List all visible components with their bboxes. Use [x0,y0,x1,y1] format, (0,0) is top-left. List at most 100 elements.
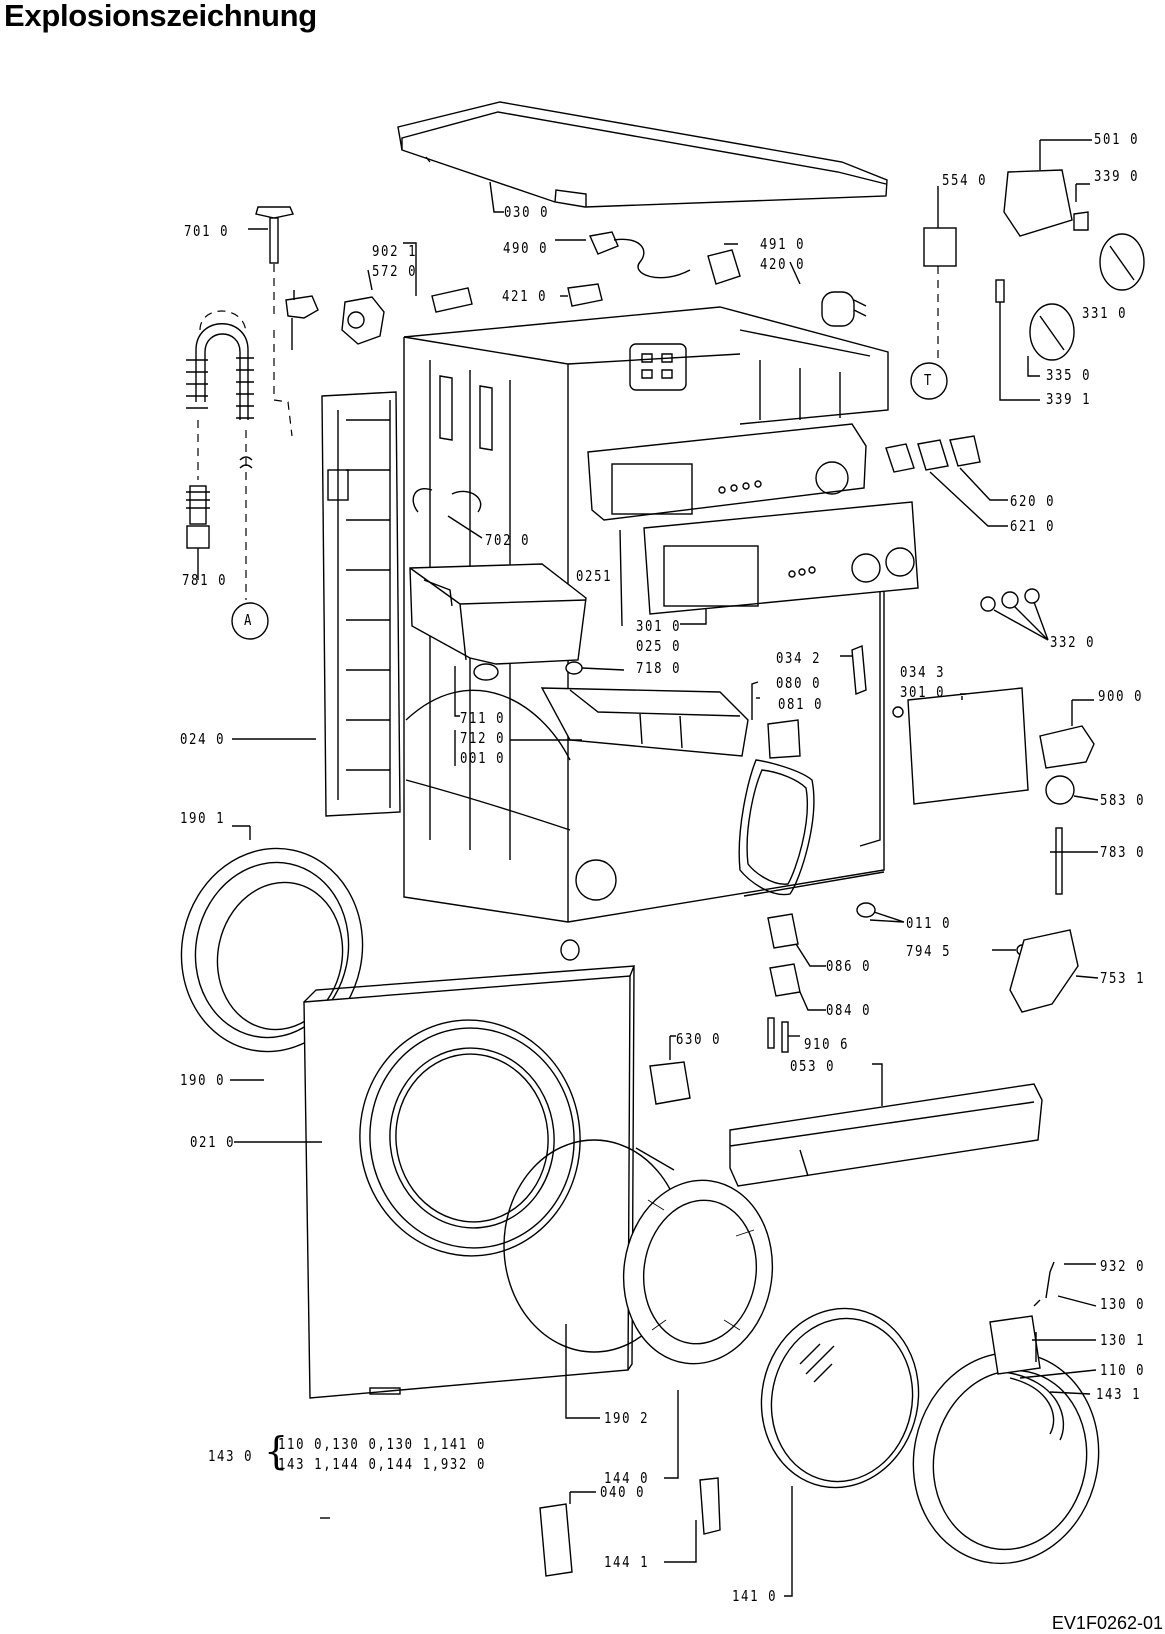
callout-030: 030 0 [504,203,550,221]
part-detergent-drawer-housing [409,563,587,681]
callout-902: 902 1 [372,242,418,260]
callout-190-1: 190 1 [180,809,226,827]
callout-630: 630 0 [676,1030,722,1048]
part-door-frame [622,1179,774,1365]
callout-143-1: 143 1 [1096,1385,1142,1403]
part-top-cover [397,101,888,208]
part-indicator-caps [980,588,1049,641]
callout-421: 421 0 [502,287,548,305]
callout-490: 490 0 [503,239,549,257]
callout-084: 084 0 [826,1001,872,1019]
part-door-seal [180,825,364,1081]
part-holder-086 [767,913,799,949]
kit-note-line1: 110 0,130 0,130 1,141 0 [278,1435,487,1453]
callout-620: 620 0 [1010,492,1056,510]
part-capacitor [707,243,867,327]
callout-025: 025 0 [636,637,682,655]
callout-130-1: 130 1 [1100,1331,1146,1349]
part-rod [1055,827,1063,895]
callout-753: 753 1 [1100,969,1146,987]
callout-621: 621 0 [1010,517,1056,535]
part-pump [1009,929,1079,1013]
callout-900: 900 0 [1098,687,1144,705]
kit-note-line2: 143 1,144 0,144 1,932 0 [278,1455,487,1473]
part-inlet-hose [186,310,254,600]
callout-332: 332 0 [1050,633,1096,651]
part-pressure-sensor [1045,775,1075,805]
callout-339-1: 339 1 [1046,390,1092,408]
part-plinth [729,1083,1043,1187]
part-control-panel-frame [587,423,867,521]
callout-141: 141 0 [732,1587,778,1605]
callout-301-1: 301 0 [900,683,946,701]
part-switch-block [885,435,1008,527]
callout-794: 794 5 [906,942,952,960]
part-bracket [1039,725,1095,769]
part-water-valve [285,242,473,350]
callout-301-0: 301 0 [636,617,682,635]
part-drawer-tray [540,687,749,757]
callout-0251: 0251 [576,567,613,585]
callout-190-2: 190 2 [604,1409,650,1427]
callout-331: 331 0 [1082,304,1128,322]
callout-701: 701 0 [184,222,230,240]
callout-001: 001 0 [460,749,506,767]
callout-572: 572 0 [372,262,418,280]
callout-712: 712 0 [460,729,506,747]
page-title: Explosionszeichnung [4,0,317,33]
part-hose-connector [248,206,294,437]
part-foot [856,902,876,918]
part-wire-harness [555,231,691,279]
callout-144-1: 144 1 [604,1553,650,1571]
marker-t-circle [910,362,948,400]
part-timer [923,139,1092,267]
part-suppressor [567,283,603,307]
part-holder-084 [769,963,801,997]
callout-335: 335 0 [1046,366,1092,384]
part-door-glass [760,1307,920,1597]
callout-583: 583 0 [1100,791,1146,809]
part-screw [767,1017,775,1049]
callout-932: 932 0 [1100,1257,1146,1275]
part-door-handle [989,1315,1041,1375]
callout-130-0: 130 0 [1100,1295,1146,1313]
callout-501: 501 0 [1094,130,1140,148]
callout-783: 783 0 [1100,843,1146,861]
callout-024: 024 0 [180,730,226,748]
callout-711: 711 0 [460,709,506,727]
kit-note-label: 143 0 [208,1447,254,1465]
callout-144-0: 144 0 [604,1469,650,1487]
callout-554: 554 0 [942,171,988,189]
document-id: EV1F0262-01 [1051,1613,1163,1633]
callout-491: 491 0 [760,235,806,253]
callout-781: 781 0 [182,571,228,589]
callout-081: 081 0 [778,695,824,713]
part-hose [412,488,482,513]
callout-718: 718 0 [636,659,682,677]
callout-011: 011 0 [906,914,952,932]
marker-a-circle [231,602,269,640]
callout-110: 110 0 [1100,1361,1146,1379]
callout-910: 910 6 [804,1035,850,1053]
part-control-panel [643,501,919,615]
marker-a: A [244,611,252,629]
callout-080: 080 0 [776,674,822,692]
callout-034-2: 034 2 [776,649,822,667]
callout-702: 702 0 [485,531,531,549]
callout-086: 086 0 [826,957,872,975]
part-clip [851,645,867,695]
callout-053: 053 0 [790,1057,836,1075]
kit-note-brace: { [264,1429,289,1473]
callout-339-0: 339 0 [1094,167,1140,185]
part-side-panel [232,391,401,817]
callout-021: 021 0 [190,1133,236,1151]
part-door-hinge [539,1503,573,1577]
callout-040: 040 0 [600,1483,646,1501]
callout-420: 420 0 [760,255,806,273]
part-door-lock [649,1061,691,1105]
callout-190-0: 190 0 [180,1071,226,1089]
marker-t: T [924,371,932,389]
part-front-panel [234,965,636,1399]
part-hinge [699,1477,721,1535]
